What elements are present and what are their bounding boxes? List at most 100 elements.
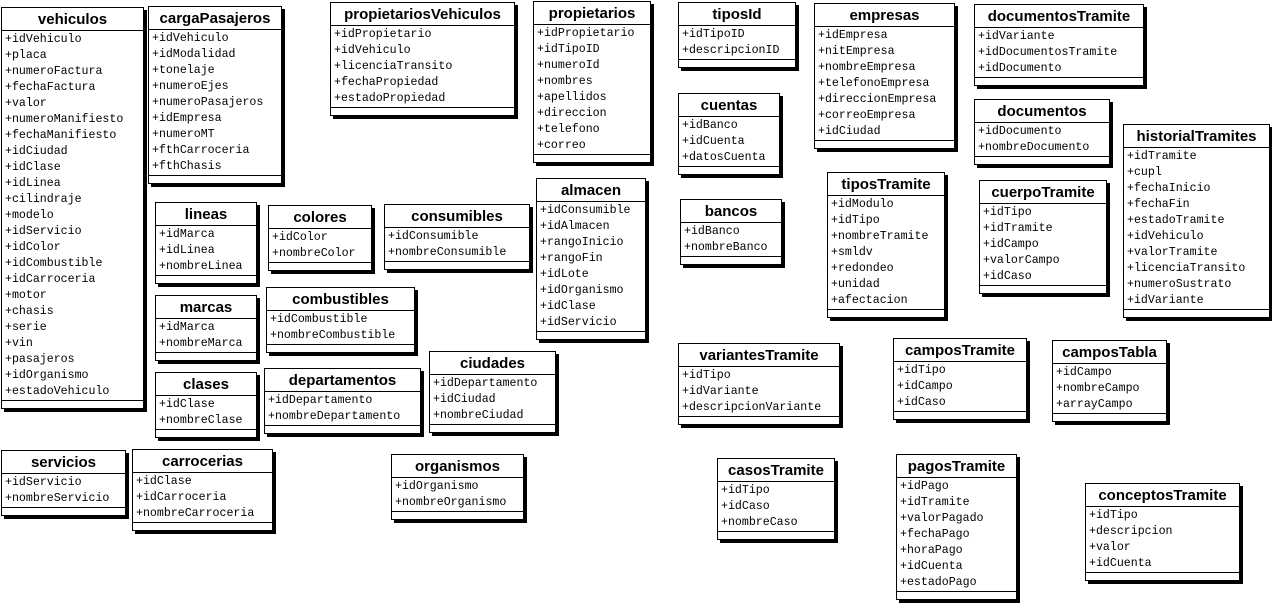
class-attribute: +idVehiculo: [152, 32, 229, 45]
class-attribute: +idDocumento: [978, 62, 1062, 75]
class-name: departamentos: [265, 369, 420, 392]
class-operations: [894, 412, 1026, 419]
class-attribute: +idTipo: [983, 206, 1032, 219]
class-attribute: +idTipo: [897, 364, 946, 377]
class-attribute: +idEmpresa: [152, 112, 222, 125]
class-attribute: +nombreDepartamento: [268, 410, 401, 423]
class-attribute: +idOrganismo: [395, 480, 479, 493]
class-name: tiposTramite: [828, 173, 944, 196]
class-attribute: +idCuenta: [682, 135, 745, 148]
class-attribute: +descripcion: [1089, 525, 1173, 538]
class-attribute: +nombreBanco: [684, 241, 768, 254]
class-attribute: +idCombustible: [270, 313, 368, 326]
class-attribute: +cupl: [1127, 166, 1162, 179]
class-attribute: +apellidos: [537, 91, 607, 104]
class-attribute: +valorCampo: [983, 254, 1060, 267]
class-attribute: +nombreConsumible: [388, 246, 507, 259]
class-name: clases: [156, 373, 256, 396]
class-attributes: +idClase+nombreClase: [156, 396, 256, 430]
class-attribute: +numeroEjes: [152, 80, 229, 93]
class-name: consumibles: [385, 205, 529, 228]
class-attribute: +idCaso: [983, 270, 1032, 283]
class-operations: [815, 141, 954, 148]
class-attribute: +idCampo: [1056, 366, 1112, 379]
class-attribute: +nitEmpresa: [818, 45, 895, 58]
class-box-documentos: documentos+idDocumento+nombreDocumento: [974, 99, 1110, 165]
class-attributes: +idVehiculo+placa+numeroFactura+fechaFac…: [2, 31, 143, 401]
class-attribute: +idLinea: [5, 177, 61, 190]
class-attribute: +fechaPropiedad: [334, 76, 439, 89]
class-attribute: +valor: [5, 97, 47, 110]
class-attribute: +idServicio: [5, 476, 82, 489]
class-attribute: +correo: [537, 139, 586, 152]
class-operations: [975, 78, 1143, 85]
class-attribute: +idVariante: [1127, 294, 1204, 307]
class-attribute: +datosCuenta: [682, 151, 766, 164]
class-attribute: +idCiudad: [433, 393, 496, 406]
class-attribute: +idCiudad: [818, 125, 881, 138]
class-attribute: +idCuenta: [1089, 557, 1152, 570]
class-operations: [975, 157, 1109, 164]
class-attributes: +idColor+nombreColor: [269, 229, 371, 263]
class-attribute: +idMarca: [159, 228, 215, 241]
class-attributes: +idDocumento+nombreDocumento: [975, 123, 1109, 157]
class-box-variantesTramite: variantesTramite+idTipo+idVariante+descr…: [678, 343, 840, 425]
class-attribute: +idPropietario: [334, 28, 432, 41]
class-name: propietarios: [534, 2, 650, 25]
class-box-propietarios: propietarios+idPropietario+idTipoID+nume…: [533, 1, 651, 163]
class-operations: [1086, 573, 1239, 580]
class-attribute: +nombreCombustible: [270, 329, 396, 342]
class-box-organismos: organismos+idOrganismo+nombreOrganismo: [391, 454, 524, 520]
class-attributes: +idConsumible +nombreConsumible: [385, 228, 529, 262]
class-attribute: +idVehiculo: [5, 33, 82, 46]
class-attribute: +idTramite: [900, 496, 970, 509]
class-box-colores: colores+idColor+nombreColor: [268, 205, 372, 271]
class-name: tiposId: [679, 3, 795, 26]
class-name: historialTramites: [1124, 125, 1269, 148]
class-operations: [385, 262, 529, 269]
class-operations: [133, 523, 272, 530]
class-attribute: +idConsumible: [388, 230, 479, 243]
class-name: colores: [269, 206, 371, 229]
class-name: pagosTramite: [897, 455, 1016, 478]
class-attribute: +idClase: [159, 398, 215, 411]
class-attribute: +idModulo: [831, 198, 894, 211]
class-attribute: +idTipo: [682, 369, 731, 382]
class-box-pagosTramite: pagosTramite+idPago+idTramite+valorPagad…: [896, 454, 1017, 600]
class-operations: [897, 592, 1016, 599]
class-attribute: +idVariante: [682, 385, 759, 398]
class-box-tiposTramite: tiposTramite+idModulo+idTipo+nombreTrami…: [827, 172, 945, 318]
class-attribute: +redondeo: [831, 262, 894, 275]
class-attributes: +idTipo+idCampo+idCaso: [894, 362, 1026, 412]
class-operations: [430, 425, 555, 432]
class-attribute: +nombreServicio: [5, 492, 110, 505]
class-attribute: +nombreCarroceria: [136, 507, 255, 520]
class-operations: [828, 310, 944, 317]
class-attribute: +motor: [5, 289, 47, 302]
class-attribute: +estadoPago: [900, 576, 977, 589]
class-attribute: +idConsumible: [540, 204, 631, 217]
class-operations: [679, 167, 779, 174]
class-name: lineas: [156, 203, 256, 226]
class-attribute: +estadoVehiculo: [5, 385, 110, 398]
class-attribute: +idBanco: [684, 225, 740, 238]
class-attribute: +fthCarroceria: [152, 144, 250, 157]
class-attribute: +cilindraje: [5, 193, 82, 206]
class-attributes: +idDepartamento+idCiudad+nombreCiudad: [430, 375, 555, 425]
class-attribute: +estadoTramite: [1127, 214, 1225, 227]
class-name: propietariosVehiculos: [331, 3, 514, 26]
class-attribute: +idTipoID: [537, 43, 600, 56]
class-attribute: +nombreCiudad: [433, 409, 524, 422]
class-name: combustibles: [267, 288, 414, 311]
class-name: almacen: [537, 179, 645, 202]
class-box-combustibles: combustibles +idCombustible +nombreCombust…: [266, 287, 415, 353]
class-attribute: +nombreTramite: [831, 230, 929, 243]
class-operations: [679, 60, 795, 67]
class-attributes: +idTipoID+descripcionID: [679, 26, 795, 60]
class-operations: [681, 257, 781, 264]
class-attribute: +unidad: [831, 278, 880, 291]
class-attribute: +nombres: [537, 75, 593, 88]
class-attribute: +idCombustible: [5, 257, 103, 270]
class-attribute: +nombreDocumento: [978, 141, 1090, 154]
class-box-servicios: servicios+idServicio+nombreServicio: [1, 450, 126, 516]
